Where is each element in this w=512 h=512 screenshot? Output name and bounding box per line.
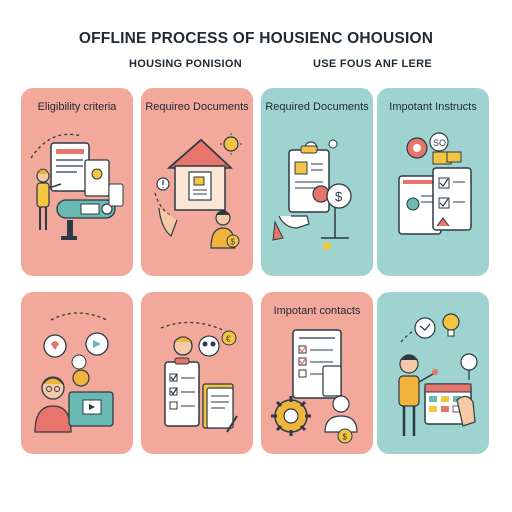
clipboard-checklist-icon: €	[160, 321, 238, 433]
card-label: Eligibility criteria	[37, 101, 117, 113]
card-required-documents-2[interactable]: Required Documents $	[261, 88, 373, 276]
card-eligibility-criteria[interactable]: Eligibility criteria	[21, 88, 133, 276]
folder-checklist-icon: SO	[398, 132, 472, 235]
svg-text:$: $	[335, 189, 343, 204]
person-at-form-board-icon	[30, 133, 124, 240]
people-conversation-icon	[34, 312, 114, 433]
card-required-documents-1[interactable]: Requireo Documents $	[141, 88, 253, 276]
card-label: Requireo Documents	[145, 101, 249, 113]
card-clipboard-checklist[interactable]: €	[141, 292, 253, 454]
person-calendar-icon	[398, 313, 478, 436]
card-important-instructs[interactable]: Impotant Instructs SO	[377, 88, 489, 276]
card-important-contacts[interactable]: Impotant contacts $	[261, 292, 373, 454]
card-people-conversation[interactable]	[21, 292, 133, 454]
svg-text:$: $	[231, 238, 236, 247]
svg-text:$: $	[343, 433, 348, 442]
subtitle-right: USE FOUS ANF LERE	[313, 58, 432, 70]
card-label: Impotant contacts	[273, 305, 361, 317]
page-title: OFFLINE PROCESS OF HOUSIENC OHOUSION	[78, 30, 434, 47]
subtitle-left: HOUSING PONISION	[129, 58, 242, 70]
card-person-calendar[interactable]	[377, 292, 489, 454]
svg-text:SO: SO	[433, 138, 446, 148]
card-label: Impotant Instructs	[389, 101, 477, 113]
svg-text:€: €	[226, 335, 231, 344]
clipboard-hand-icon: $	[272, 139, 352, 250]
card-label: Required Documents	[265, 101, 369, 113]
house-document-icon: $	[154, 133, 242, 249]
gear-document-icon: $	[271, 329, 358, 444]
